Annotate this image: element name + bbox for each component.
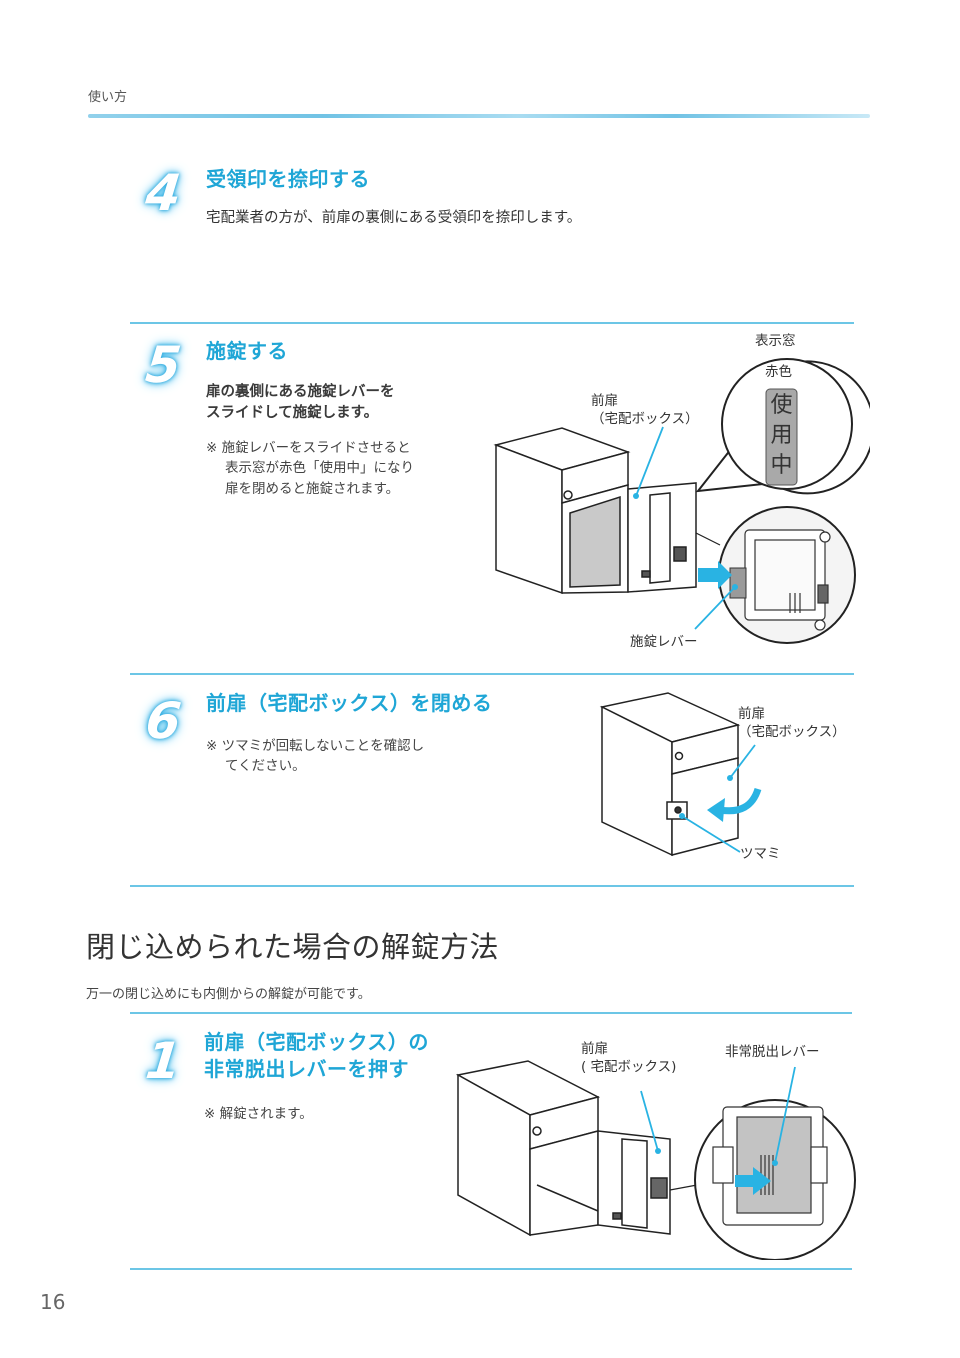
label-front-door-line: 前扉 bbox=[591, 393, 618, 409]
label-lock-lever: 施錠レバー bbox=[630, 634, 698, 650]
label-emergency-lever: 非常脱出レバー bbox=[725, 1044, 820, 1060]
step-4-title: 受領印を捺印する bbox=[206, 167, 370, 191]
in-use-char: 中 bbox=[770, 453, 793, 478]
divider-step-5 bbox=[130, 322, 854, 324]
label-front-door-line: 前扉 bbox=[738, 706, 765, 722]
display-window-bubble bbox=[695, 358, 875, 495]
step-5-note-line: 表示窓が赤色「使用中」になり bbox=[225, 460, 414, 477]
unlock-step-1-title-line: 前扉（宅配ボックス）の bbox=[204, 1030, 429, 1054]
divider-section-end bbox=[130, 885, 854, 887]
step-5-note-line: 扉を閉めると施錠されます。 bbox=[225, 480, 400, 497]
label-red-color: 赤色 bbox=[765, 364, 792, 380]
header-divider bbox=[88, 114, 870, 118]
step-number-1: 1 bbox=[142, 1032, 184, 1090]
unlock-step-1-illustration: 前扉 ( 宅配ボックス) 非常脱出レバー bbox=[455, 1035, 865, 1261]
lever-magnifier bbox=[718, 506, 856, 644]
step-number-5: 5 bbox=[142, 336, 184, 394]
section-intro: 万一の閉じ込めにも内側からの解錠が可能です。 bbox=[86, 987, 371, 1002]
divider-step-6 bbox=[130, 673, 854, 675]
step-6-note-line: ※ ツマミが回転しないことを確認し bbox=[206, 738, 425, 754]
unlock-step-1-title-line: 非常脱出レバーを押す bbox=[204, 1057, 409, 1081]
step-6-title: 前扉（宅配ボックス）を閉める bbox=[206, 691, 493, 715]
push-arrow-icon bbox=[735, 1167, 771, 1195]
step-5-note-line: ※ 施錠レバーをスライドさせると bbox=[206, 440, 411, 456]
rotate-arrow-icon bbox=[719, 787, 762, 815]
emergency-lever-illustration bbox=[455, 1060, 856, 1261]
unlock-step-1-note: ※ 解錠されます。 bbox=[204, 1106, 313, 1122]
step-6-illustration: 前扉 （宅配ボックス） ツマミ bbox=[595, 690, 865, 880]
step-5-body-line: スライドして施錠します。 bbox=[206, 405, 379, 422]
label-front-door: 前扉 （宅配ボックス） bbox=[738, 705, 846, 741]
step-5-illustration: 表示窓 赤色 使 用 中 前扉 （宅配ボックス） 施錠レバー bbox=[490, 325, 875, 665]
step-6-note: ※ ツマミが回転しないことを確認し てください。 bbox=[206, 736, 424, 777]
step-6-note-line: てください。 bbox=[225, 758, 306, 775]
in-use-char: 使 bbox=[770, 393, 793, 418]
step-5-body-line: 扉の裏側にある施錠レバーを bbox=[206, 384, 395, 400]
label-knob: ツマミ bbox=[740, 846, 781, 862]
step-4-body: 宅配業者の方が、前扉の裏側にある受領印を捺印します。 bbox=[206, 210, 582, 226]
closed-box-illustration bbox=[599, 692, 762, 857]
step-5-body: 扉の裏側にある施錠レバーを スライドして施錠します。 bbox=[206, 382, 395, 424]
section-label: 使い方 bbox=[88, 90, 128, 105]
step-number-4: 4 bbox=[142, 164, 184, 222]
push-arrow-icon bbox=[698, 561, 732, 589]
in-use-indicator: 使 用 中 bbox=[766, 391, 797, 481]
section-heading: 閉じ込められた場合の解錠方法 bbox=[86, 930, 500, 964]
step-number-6: 6 bbox=[142, 692, 184, 750]
divider-unlock-step-1 bbox=[130, 1012, 852, 1014]
label-front-door-line: ( 宅配ボックス) bbox=[581, 1059, 677, 1076]
label-front-door-line: 前扉 bbox=[581, 1041, 608, 1057]
divider-bottom bbox=[130, 1268, 852, 1270]
label-front-door-line: （宅配ボックス） bbox=[591, 411, 699, 428]
label-display-window: 表示窓 bbox=[755, 333, 796, 349]
label-front-door: 前扉 ( 宅配ボックス) bbox=[581, 1040, 676, 1076]
page-number: 16 bbox=[40, 1290, 66, 1314]
delivery-box-lock-illustration bbox=[493, 358, 875, 644]
label-front-door: 前扉 （宅配ボックス） bbox=[591, 392, 699, 428]
step-5-note: ※ 施錠レバーをスライドさせると 表示窓が赤色「使用中」になり 扉を閉めると施錠… bbox=[206, 438, 414, 499]
in-use-char: 用 bbox=[770, 423, 793, 448]
step-5-title: 施錠する bbox=[206, 339, 288, 363]
unlock-step-1-title: 前扉（宅配ボックス）の 非常脱出レバーを押す bbox=[204, 1029, 429, 1083]
label-front-door-line: （宅配ボックス） bbox=[738, 724, 846, 741]
